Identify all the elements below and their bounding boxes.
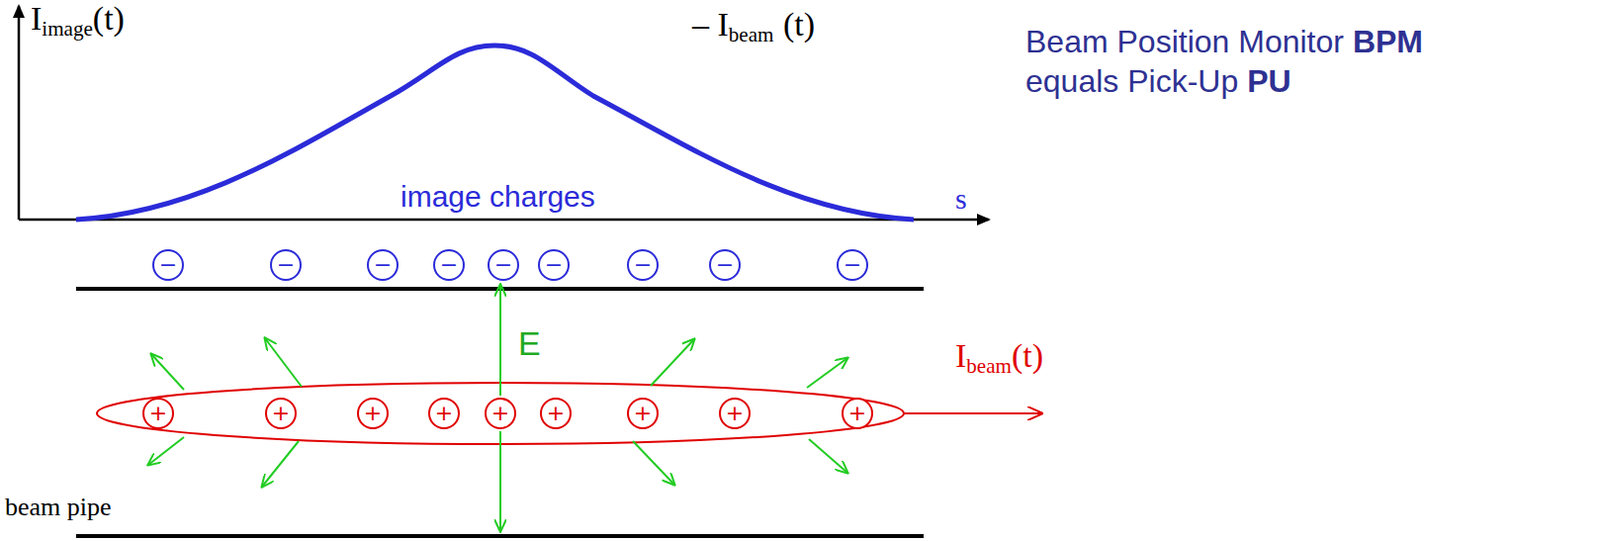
text-line: equals Pick-UpPU xyxy=(1025,61,1423,101)
beam-charge: + xyxy=(841,397,874,430)
beam-charge: + xyxy=(356,397,389,430)
subscript: beam xyxy=(728,22,775,47)
image-current-curve xyxy=(76,45,914,220)
charge-sign: − xyxy=(276,254,295,276)
charge-sign: − xyxy=(843,254,862,276)
charge-sign: − xyxy=(715,254,734,276)
label-text: E xyxy=(518,324,541,362)
charge-sign: − xyxy=(544,254,563,276)
charge-sign: + xyxy=(725,402,744,425)
label-text: s xyxy=(955,181,968,215)
beam-current-label: Ibeam(t) xyxy=(955,339,1044,373)
charge-sign: − xyxy=(159,254,178,276)
label-text: I xyxy=(955,337,967,374)
charge-sign: + xyxy=(491,402,510,425)
label-text: – I xyxy=(692,5,729,43)
label-text: I xyxy=(30,0,42,37)
beam-charge: + xyxy=(484,397,517,430)
subscript: beam xyxy=(966,354,1012,378)
axis-name: s xyxy=(955,183,968,214)
image-charge: − xyxy=(836,249,869,281)
beam-charge: + xyxy=(626,397,659,430)
charge-sign: + xyxy=(435,402,453,425)
charge-sign: + xyxy=(271,402,290,425)
y-axis xyxy=(17,5,21,220)
beam-arrow xyxy=(903,412,1042,415)
charge-sign: + xyxy=(633,402,652,425)
image-charge: − xyxy=(152,249,184,281)
pipe-wall xyxy=(76,533,924,538)
beam-charge: + xyxy=(142,397,175,430)
image-charge: − xyxy=(433,249,465,281)
acronym: BPM xyxy=(1352,23,1423,60)
charge-sign: − xyxy=(440,254,458,276)
image-charge: − xyxy=(537,249,570,281)
text-line: Beam Position MonitorBPM xyxy=(1025,21,1423,62)
s-axis xyxy=(18,218,989,222)
acronym: PU xyxy=(1246,63,1291,99)
image-charge: − xyxy=(626,249,659,281)
charge-sign: + xyxy=(149,402,168,425)
label-text: equals Pick-Up xyxy=(1025,63,1239,99)
subscript: image xyxy=(41,16,93,41)
beam-charge: + xyxy=(539,397,572,430)
curve-label: – Ibeam(t) xyxy=(692,7,815,42)
label-text: (t) xyxy=(92,0,125,37)
label-text: Beam Position Monitor xyxy=(1025,23,1344,60)
image-charge: − xyxy=(366,249,399,281)
charge-sign: + xyxy=(546,402,565,425)
label-text: image charges xyxy=(400,179,596,213)
field-arrows xyxy=(148,284,848,532)
beam-charge: + xyxy=(265,397,297,430)
charge-sign: − xyxy=(633,254,652,276)
image-charge: − xyxy=(709,249,741,281)
image-charge: − xyxy=(269,249,302,281)
charge-sign: + xyxy=(848,402,867,425)
field-label: E xyxy=(518,326,541,360)
axis-label: Iimage(t) xyxy=(30,1,125,36)
beam-charge: + xyxy=(718,397,751,430)
title-note: Beam Position MonitorBPMequals Pick-UpPU xyxy=(1025,21,1423,101)
charge-sign: − xyxy=(494,254,513,276)
label-text: (t) xyxy=(1011,337,1044,374)
pipe-label: beam pipe xyxy=(4,494,112,521)
label-text: beam pipe xyxy=(4,492,112,522)
label-text: (t) xyxy=(783,5,815,43)
charge-sign: − xyxy=(373,254,392,276)
image-charge: − xyxy=(487,249,520,281)
charge-sign: + xyxy=(363,402,382,425)
beam-charge: + xyxy=(428,397,460,430)
image-charges-label: image charges xyxy=(400,181,596,212)
